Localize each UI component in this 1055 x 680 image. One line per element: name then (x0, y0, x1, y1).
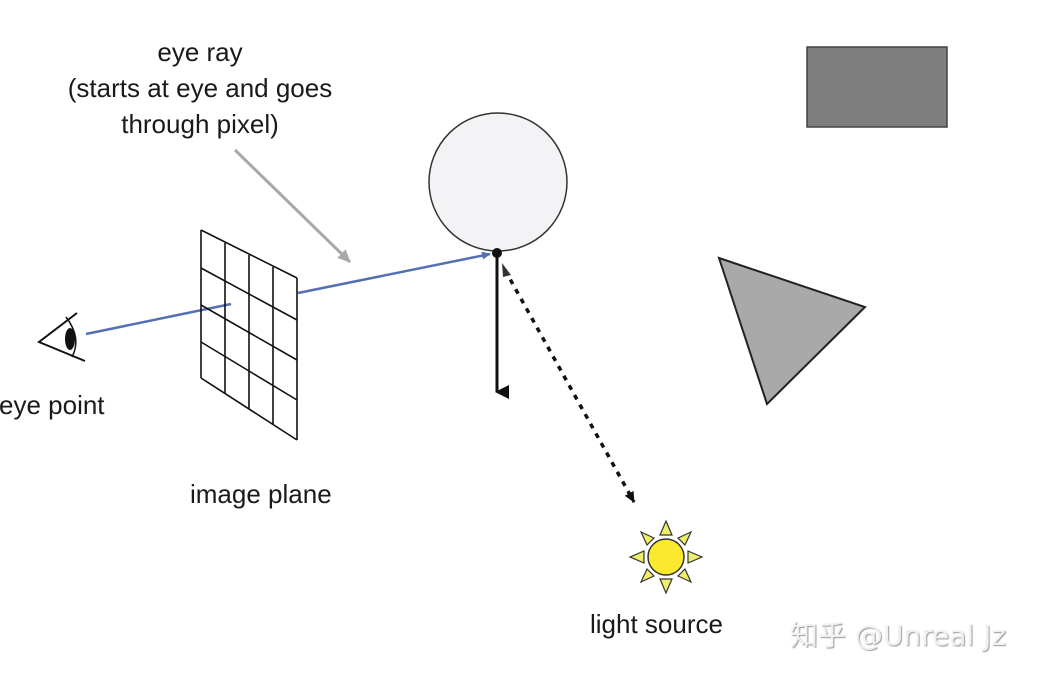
eye-ray-segment-2 (297, 251, 491, 295)
eye-point-label: eye point (0, 390, 105, 420)
eye-ray-label: eye ray (starts at eye and goes through … (0, 34, 400, 142)
annotation-arrow (233, 148, 352, 264)
eye-ray-label-line3: through pixel) (121, 109, 279, 139)
hit-point (492, 248, 502, 258)
eye-icon (37, 312, 86, 362)
rectangle-object (806, 46, 948, 128)
sun-icon (628, 519, 704, 595)
shadow-ray-start-arrowhead (502, 263, 511, 277)
eye-ray-label-line1: eye ray (157, 37, 243, 67)
eye-ray-segment-1 (85, 302, 232, 336)
eye-ray-label-line2: (starts at eye and goes (67, 73, 333, 103)
image-plane-label: image plane (190, 479, 332, 509)
sphere (428, 112, 568, 252)
light-source-label: light source (590, 609, 723, 639)
image-plane-grid (200, 229, 298, 441)
watermark: 知乎 @Unreal Jz (790, 619, 1007, 652)
shadow-ray (503, 269, 636, 503)
triangle-object (717, 256, 867, 406)
